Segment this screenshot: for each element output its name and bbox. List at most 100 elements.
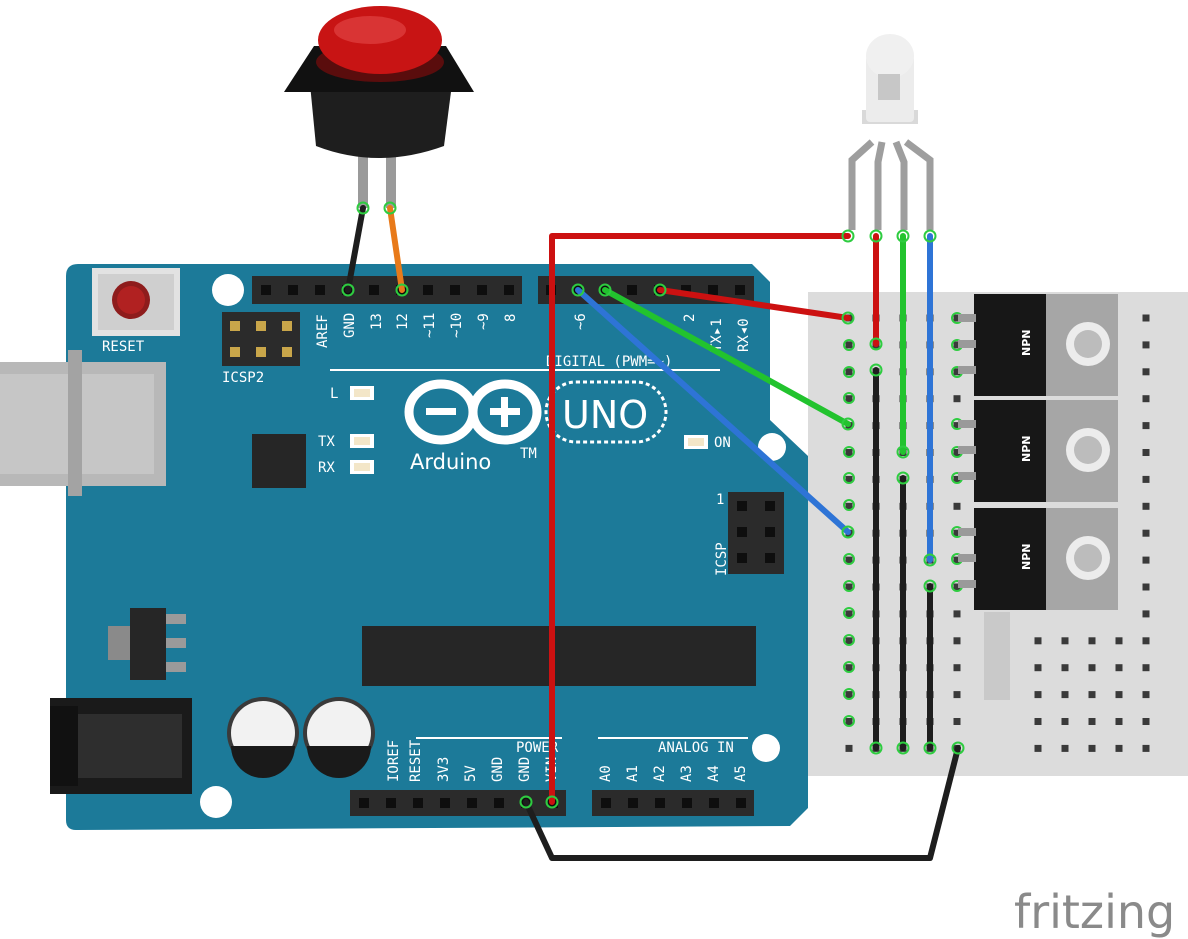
wire-endpoint [869,741,883,755]
transistor-hole [1074,544,1102,572]
wire-endpoint [923,229,937,243]
header-pin [736,798,746,808]
header-pin [477,285,487,295]
breadboard-hole [1115,744,1123,752]
icsp-pin [737,527,747,537]
analog-in-label: ANALOG IN [658,740,734,756]
digital-pin-labels: AREF GND 13 12 ~11 ~10 ~9 8 ~6 2 TX▸1 RX… [315,313,752,352]
breadboard-hole [1034,691,1042,699]
transistor-lead [958,340,976,348]
icsp-header [728,492,784,574]
breadboard-hole [1115,718,1123,725]
breadboard-hole [1142,368,1150,376]
breadboard-hole [1034,718,1042,725]
breadboard-hole [845,341,853,349]
wire-endpoint [841,229,855,243]
header-pin [359,798,369,808]
transistor-lead [958,420,976,428]
power-label: POWER [516,740,559,756]
wire-endpoint [869,363,883,377]
npn-transistor: NPN [958,508,1118,610]
rail-marker [843,580,855,592]
wire-endpoint [869,337,883,351]
wire-endpoint [896,445,910,459]
icsp-label: ICSP [714,542,730,576]
transistor-hole [1074,436,1102,464]
transistor-label: NPN [1020,330,1033,356]
header-pin [467,798,477,808]
breadboard-hole [1061,691,1069,699]
breadboard-hole [1142,475,1150,483]
wire-gnd-breadboard [523,745,961,861]
power-jack [50,698,192,794]
transistor-lead [958,366,976,374]
tx1-label: TX▸1 [709,318,725,352]
breadboard-hole [845,556,853,564]
breadboard-hole [953,556,961,564]
breadboard-hole [845,449,853,456]
wire-endpoint [356,201,370,215]
icsp-pin [765,527,775,537]
wire-endpoint [923,579,937,593]
breadboard-hole [953,718,961,725]
breadboard-hole [1088,718,1096,725]
breadboard-hole [1061,744,1069,752]
wire-endpoint [395,283,409,297]
icsp-pin [737,501,747,511]
header-pin [681,285,691,295]
pin13-label: 13 [369,313,385,330]
ioref-label: IOREF [386,740,402,782]
wire-endpoint [653,283,667,297]
wire-endpoint [869,229,883,243]
npn-transistor: NPN [958,400,1118,502]
analog-header [592,790,754,816]
breadboard-hole [1115,637,1123,645]
header-pin [627,285,637,295]
gnd-label: GND [342,313,358,338]
breadboard-hole [953,691,961,699]
transistor-body [974,400,1048,502]
breadboard-hole [953,664,961,672]
breadboard-hole [953,449,961,456]
rail-marker [843,499,855,511]
pin2-label: 2 [682,314,698,322]
a5-label: A5 [733,765,749,782]
voltage-regulator [108,608,186,680]
pin9-label: ~9 [476,313,492,330]
led-tx-label: TX [318,434,335,450]
transistor-hole [1074,330,1102,358]
atmega-chip [362,626,756,686]
breadboard-hole [1142,718,1150,725]
usb-connector [0,350,166,496]
wire-endpoint [896,229,910,243]
header-pin [682,798,692,808]
breadboard-hole [1142,691,1150,699]
breadboard-hole [953,395,961,403]
breadboard-hole [1088,691,1096,699]
a0-label: A0 [598,765,614,782]
transistor-lead [958,528,976,536]
rail-marker [843,688,855,700]
push-button [284,6,474,208]
breadboard-hole [1142,583,1150,591]
breadboard-hole [845,691,853,699]
transistor-lead [958,314,976,322]
breadboard-hole [1142,422,1150,430]
breadboard-hole [1142,637,1150,645]
header-pin [655,798,665,808]
header-pin [315,285,325,295]
icsp2-pin [230,347,240,357]
header-pin [450,285,460,295]
a4-label: A4 [706,765,722,782]
breadboard-hole [1115,664,1123,672]
capacitor-right [303,697,375,778]
breadboard-hole [1034,637,1042,645]
3v3-label: 3V3 [436,757,452,782]
wire-endpoint [923,553,937,567]
header-pin [261,285,271,295]
a1-label: A1 [625,765,641,782]
wire-endpoint [841,525,855,539]
led-rx-label: RX [318,460,335,476]
breadboard-hole [1061,718,1069,725]
